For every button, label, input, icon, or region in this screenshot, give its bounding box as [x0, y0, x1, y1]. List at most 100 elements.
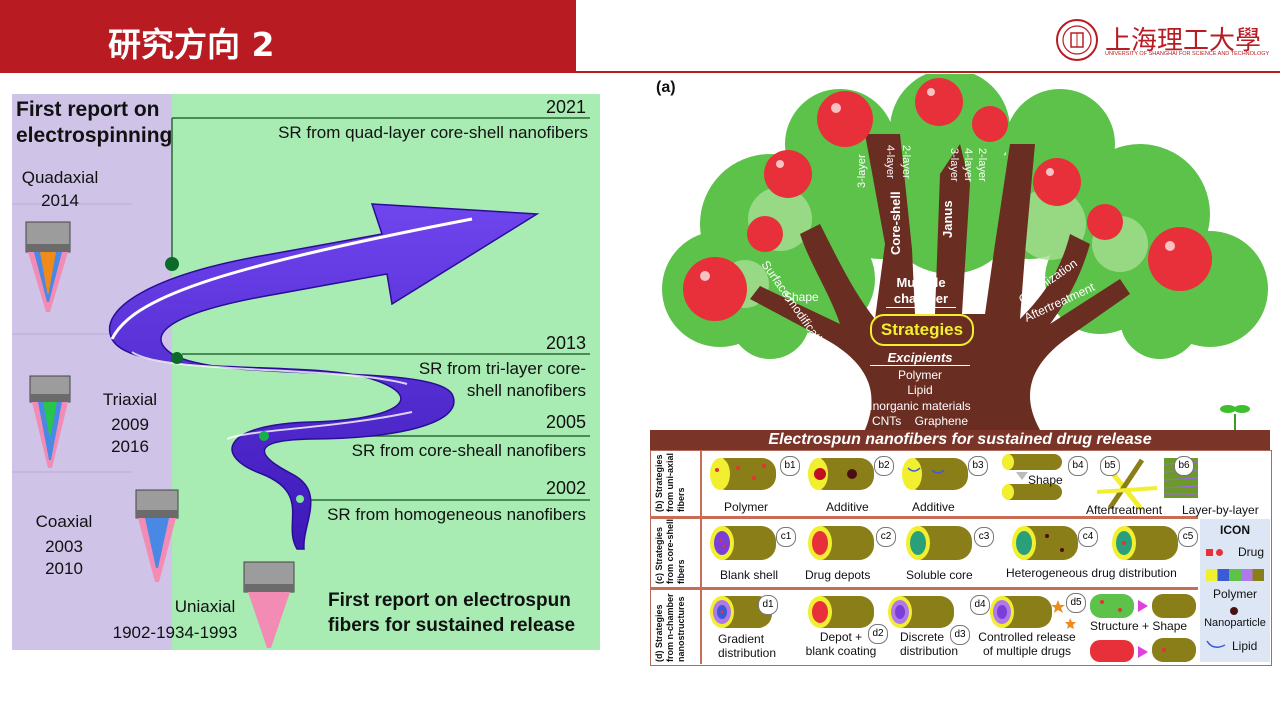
- caption-d5: Structure + Shape: [1090, 619, 1188, 633]
- icon-legend-title: ICON: [1220, 523, 1250, 537]
- branch-core-shell-3layer: 3-layer: [856, 154, 868, 188]
- panel-label-a: (a): [656, 79, 676, 96]
- caption-d2: Depot + blank coating: [805, 630, 877, 658]
- icon-legend-drug: Drug: [1238, 545, 1265, 559]
- branch-multiple-chamber: Multiple chamber: [886, 275, 956, 308]
- fiber-d3: [888, 596, 954, 628]
- timeline-bottom-title: First report on electrospun fibers for s…: [328, 590, 576, 636]
- sprout-icon: [1220, 405, 1250, 430]
- uniaxial-spinneret-icon: [243, 561, 295, 648]
- fiber-d5: [1090, 594, 1196, 662]
- milestone-year-2002: 2002: [546, 478, 587, 498]
- caption-b6: Layer-by-layer: [1182, 503, 1259, 517]
- badge-b2: b2: [874, 456, 894, 476]
- fiber-c3: [906, 526, 972, 560]
- timeline-left-band: [12, 94, 172, 650]
- branch-core-shell-2layer: 2-layer: [900, 145, 912, 179]
- trunk-excipient-inorganic: Inorganic materials: [869, 399, 971, 413]
- fiber-b1: [710, 458, 776, 490]
- badge-b3: b3: [968, 456, 988, 476]
- branch-core-shell: Core-shell: [888, 191, 903, 255]
- caption-b2: Additive: [826, 500, 869, 514]
- fiber-c4: [1012, 526, 1078, 560]
- caption-c1: Blank shell: [720, 568, 779, 582]
- apple-group: [683, 78, 1212, 321]
- icon-legend-nanoparticle: Nanoparticle: [1204, 617, 1266, 629]
- caption-d3: Discrete distribution: [900, 630, 959, 658]
- trunk-excipient-cnts: CNTs Graphene: [871, 414, 969, 428]
- milestone-dot-2021: [165, 257, 179, 271]
- milestone-text-2002: SR from homogeneous nanofibers: [327, 505, 586, 524]
- caption-b1: Polymer: [724, 500, 769, 514]
- tree-trunk: [750, 134, 1130, 430]
- branch-core-shell-4layer: 4-layer: [884, 145, 896, 179]
- strategy-tree: [662, 74, 1268, 430]
- milestone-text-2005: SR from core-sheall nanofibers: [351, 441, 586, 460]
- coaxial-spinneret-icon: [135, 489, 179, 582]
- spinneret-name-quadaxial: Quadaxial: [21, 168, 99, 187]
- spiral-arrow: [108, 203, 540, 550]
- university-logo: 上海理工大學 UNIVERSITY OF SHANGHAI FOR SCIENC…: [1055, 18, 1270, 62]
- branch-janus-2layer: 2-layer: [976, 148, 988, 182]
- fiber-b3: [902, 458, 968, 490]
- badge-d2: d2: [868, 624, 888, 644]
- spinneret-name-uniaxial: Uniaxial: [174, 597, 236, 616]
- trunk-strategies: Strategies: [870, 314, 974, 346]
- icon-legend-lipid: Lipid: [1232, 639, 1258, 653]
- milestone-year-2021: 2021: [546, 97, 587, 117]
- milestone-dot-2005: [259, 431, 269, 441]
- tree-banner: Electrospun nanofibers for sustained dru…: [650, 430, 1270, 450]
- fiber-b2: [808, 458, 874, 490]
- row-label-coreshell: (c) Strategies from core-shell fibers: [654, 518, 686, 584]
- badge-c2: c2: [876, 527, 896, 547]
- badge-c3: c3: [974, 527, 994, 547]
- milestone-text-2013: SR from tri-layer core- shell nanofibers: [418, 359, 586, 400]
- caption-b3: Additive: [912, 500, 955, 514]
- polymer-swatch-icon: [1206, 569, 1264, 581]
- branch-janus-4layer: 4-layer: [962, 148, 974, 182]
- milestone-dot-2013: [171, 352, 183, 364]
- title-underline: [0, 71, 1280, 73]
- milestone-year-2013: 2013: [546, 333, 587, 353]
- triaxial-spinneret-icon: [29, 375, 71, 468]
- branch-janus-3layer: 3-layer: [948, 148, 960, 182]
- badge-d1: d1: [758, 595, 778, 615]
- caption-c2: Drug depots: [805, 568, 871, 582]
- caption-c3: Soluble core: [906, 568, 973, 582]
- fiber-c5: [1112, 526, 1178, 560]
- icon-legend: ICON Drug Polymer Nanoparticle Lipid: [1200, 519, 1270, 662]
- icon-legend-polymer: Polymer: [1212, 587, 1257, 601]
- badge-b4: b4: [1068, 456, 1088, 476]
- trunk-excipients: Excipients: [870, 350, 970, 366]
- caption-c4: Heterogeneous drug distribution: [1006, 566, 1177, 580]
- fiber-c1: [710, 526, 776, 560]
- branch-janus: Janus: [940, 200, 955, 238]
- caption-d4: Controlled release of multiple drugs: [978, 630, 1076, 658]
- trunk-excipient-lipid: Lipid: [907, 383, 933, 397]
- nanoparticle-icon: [1230, 607, 1238, 615]
- badge-b1: b1: [780, 456, 800, 476]
- university-seal-icon: [1056, 19, 1098, 61]
- timeline-figure: [12, 94, 600, 650]
- branch-shape: Shape: [784, 290, 819, 304]
- drug-icon: [1206, 549, 1213, 556]
- fiber-d4: [990, 596, 1076, 629]
- milestone-text-2021: SR from quad-layer core-shell nanofibers: [278, 123, 588, 142]
- drug-dot-icon: [1216, 549, 1223, 556]
- badge-b6: b6: [1174, 456, 1194, 476]
- lipid-icon: [1206, 640, 1226, 648]
- caption-b5: Aftertreatment: [1086, 503, 1163, 517]
- spinneret-name-coaxial: Coaxial: [35, 512, 93, 531]
- logo-name-cn: 上海理工大學: [1105, 26, 1262, 56]
- spinneret-years-quadaxial: 2014: [41, 191, 79, 210]
- milestone-year-2005: 2005: [546, 412, 587, 432]
- badge-d4: d4: [970, 595, 990, 615]
- spinneret-years-coaxial: 2003 2010: [45, 537, 83, 578]
- trunk-excipient-polymer: Polymer: [897, 368, 942, 382]
- spinneret-years-uniaxial: 1902-1934-1993: [112, 623, 238, 642]
- badge-d5: d5: [1066, 593, 1086, 613]
- slide-title: 研究方向 2: [108, 25, 275, 64]
- arrow-highlight: [110, 217, 473, 340]
- badge-b5: b5: [1100, 456, 1120, 476]
- badge-d3: d3: [950, 625, 970, 645]
